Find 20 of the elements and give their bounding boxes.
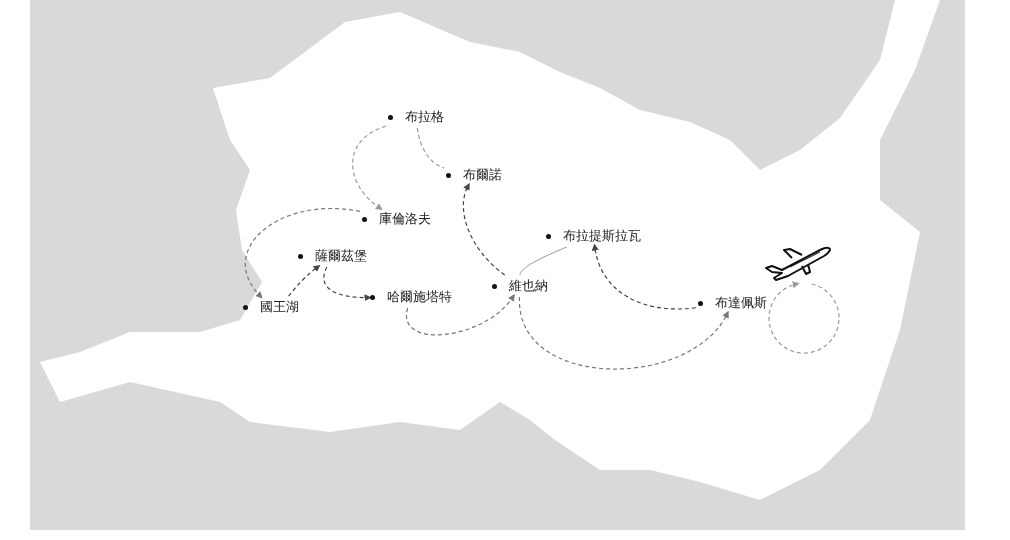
route-arrow xyxy=(405,294,516,336)
route-arrow xyxy=(768,281,840,354)
route-arrow xyxy=(244,208,361,299)
route-arrow xyxy=(462,182,506,276)
city-label: 薩爾茲堡 xyxy=(315,247,367,265)
route-arrow xyxy=(352,125,387,211)
city-label: 布達佩斯 xyxy=(715,294,767,312)
city-label: 庫倫洛夫 xyxy=(379,210,431,228)
city-label: 維也納 xyxy=(509,277,548,295)
route-line xyxy=(519,246,568,276)
city-label: 國王湖 xyxy=(260,298,299,316)
city-label: 布拉格 xyxy=(405,108,444,126)
city-label: 布爾諾 xyxy=(463,166,502,184)
route-arrow xyxy=(518,296,730,370)
city-label: 哈爾施塔特 xyxy=(387,288,452,306)
city-label: 布拉提斯拉瓦 xyxy=(563,227,641,245)
route-arrow xyxy=(287,264,321,297)
route-arrow xyxy=(592,243,697,310)
route-line xyxy=(416,127,445,169)
route-arrow xyxy=(323,266,372,302)
